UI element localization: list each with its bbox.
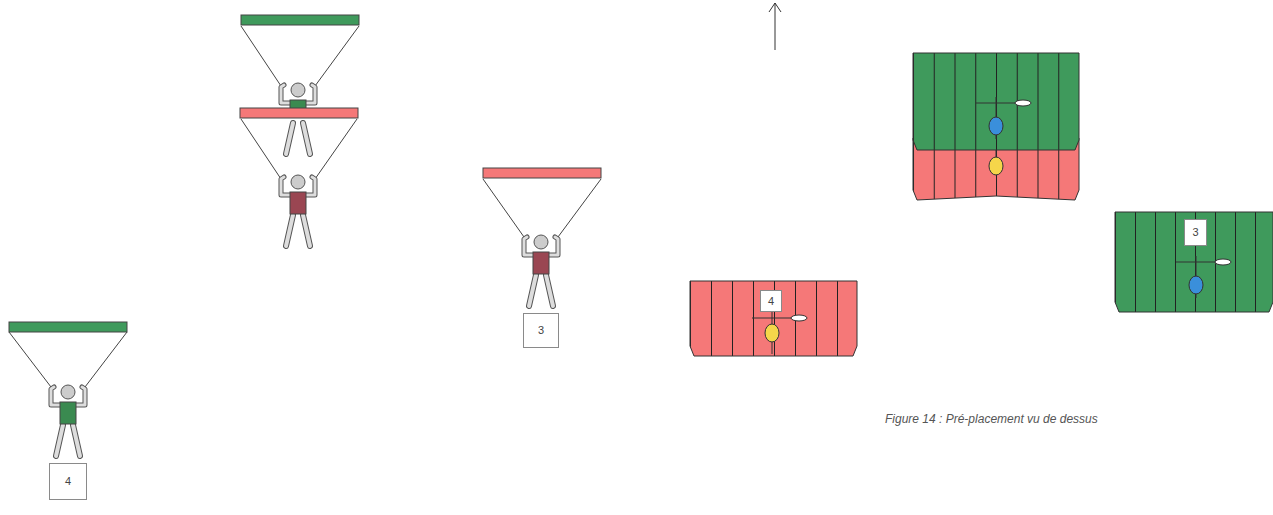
- skydiver-figure: [51, 385, 85, 456]
- top-view-figure: [752, 312, 807, 354]
- suspension-line: [85, 332, 127, 387]
- torso: [533, 252, 549, 274]
- head-marker: [1189, 276, 1203, 294]
- top-view-green-canopy: [1115, 212, 1273, 312]
- number-box: 4: [760, 290, 782, 312]
- canopy: [240, 108, 358, 118]
- suspension-line: [483, 179, 524, 237]
- callout-number: 4: [65, 476, 71, 487]
- suspension-line: [9, 332, 51, 387]
- top-view-figure: [1176, 256, 1231, 298]
- direction-arrow: [769, 3, 781, 50]
- torso: [60, 402, 76, 424]
- canopy: [9, 322, 127, 332]
- number-box: 4: [49, 463, 87, 500]
- top-view-red-canopy: [690, 281, 857, 356]
- side-view-red-skydiver: [483, 168, 601, 306]
- suspension-line: [241, 26, 281, 86]
- head-marker: [989, 157, 1003, 175]
- head-marker: [989, 117, 1003, 135]
- suspension-line: [558, 179, 601, 237]
- suspension-line: [241, 119, 281, 179]
- top-view-stacked-pair: [913, 53, 1079, 200]
- number-box: 3: [523, 313, 559, 348]
- skydiver-figure: [524, 235, 558, 306]
- side-view-stacked-pair: [240, 15, 359, 246]
- side-view-green-skydiver: [9, 322, 127, 456]
- canopy: [483, 168, 601, 178]
- top-view-figure: [976, 97, 1031, 139]
- callout-number: 4: [768, 296, 774, 307]
- canopy: [913, 53, 1079, 150]
- torso: [290, 192, 306, 214]
- suspension-line: [315, 26, 359, 86]
- canopy: [241, 15, 359, 25]
- canopy: [690, 281, 857, 356]
- callout-number: 3: [1192, 227, 1198, 238]
- callout-number: 3: [538, 325, 544, 336]
- number-box: 3: [1184, 219, 1207, 246]
- canopy: [1115, 212, 1273, 312]
- skydiver-figure: [281, 175, 315, 246]
- suspension-line: [315, 119, 357, 179]
- head-marker: [765, 324, 779, 342]
- figure-caption: Figure 14 : Pré-placement vu de dessus: [885, 412, 1098, 426]
